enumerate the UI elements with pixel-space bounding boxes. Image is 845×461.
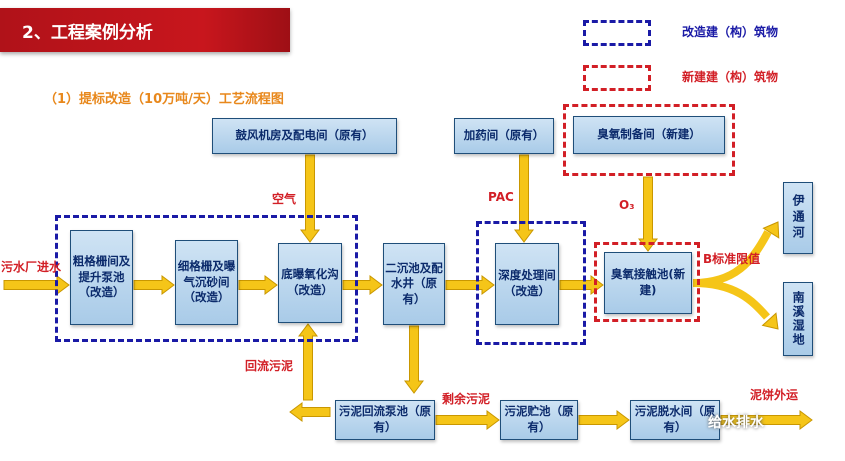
node-ozone-contact: 臭氧接触池(新建) bbox=[604, 252, 692, 314]
node-nanxi-wetland: 南溪湿地 bbox=[783, 282, 813, 356]
watermark: 给水排水 bbox=[708, 415, 764, 431]
arrow-secondary-to-sludge bbox=[404, 325, 424, 394]
section-header: 2、工程案例分析 bbox=[0, 8, 290, 52]
modify-group-frame-2 bbox=[476, 221, 586, 345]
node-advanced-treatment: 深度处理间（改造） bbox=[495, 243, 559, 325]
arrow-outlet-to-nanxi-head bbox=[761, 312, 779, 330]
node-blower-room: 鼓风机房及配电间（原有） bbox=[212, 118, 397, 154]
node-fine-screen: 细格栅及曝气沉砂间（改造） bbox=[175, 240, 238, 325]
arrow-sludge-return-up bbox=[298, 323, 318, 401]
node-ozone-prep: 臭氧制备间（新建） bbox=[573, 116, 725, 154]
label-sludge-cake: 泥饼外运 bbox=[750, 388, 799, 402]
node-dewatering-room: 污泥脱水间（原有） bbox=[630, 400, 720, 440]
node-yitong-river: 伊通河 bbox=[783, 182, 813, 254]
modify-group-frame-1 bbox=[55, 215, 358, 342]
arrow-coarse-to-fine bbox=[133, 275, 175, 295]
legend-modify-swatch bbox=[583, 20, 651, 46]
legend-modify-label: 改造建（构）筑物 bbox=[682, 25, 779, 39]
label-b-standard: B标准限值 bbox=[703, 252, 761, 266]
arrow-dosing-to-advanced bbox=[514, 154, 534, 243]
label-pac: PAC bbox=[488, 190, 514, 204]
new-group-frame-ozone-contact bbox=[594, 242, 700, 322]
arrow-outlet-to-nanxi bbox=[692, 279, 770, 320]
label-return-sludge: 回流污泥 bbox=[245, 359, 294, 373]
arrow-storage-to-dewatering bbox=[578, 410, 630, 430]
arrow-fine-to-ditch bbox=[238, 275, 278, 295]
diagram-subtitle: （1）提标改造（10万吨/天）工艺流程图 bbox=[44, 92, 284, 107]
arrow-to-return-pit-left bbox=[289, 402, 331, 422]
node-dosing-room: 加药间（原有） bbox=[454, 118, 554, 154]
arrow-secondary-to-advanced bbox=[445, 275, 495, 295]
label-air: 空气 bbox=[272, 192, 297, 206]
legend-new-swatch bbox=[583, 65, 651, 91]
legend-new-label: 新建建（构）筑物 bbox=[682, 70, 779, 84]
label-influent: 污水厂进水 bbox=[1, 260, 62, 274]
node-secondary-clarifier: 二沉池及配水井（原有） bbox=[383, 243, 445, 325]
arrow-ditch-to-secondary bbox=[342, 275, 383, 295]
node-coarse-screen: 粗格栅间及提升泵池（改造） bbox=[70, 230, 133, 325]
arrow-blower-to-ditch bbox=[300, 154, 320, 243]
arrow-outlet-to-yitong-head bbox=[762, 221, 780, 239]
label-excess-sludge: 剩余污泥 bbox=[442, 392, 491, 406]
new-group-frame-ozone-prep bbox=[563, 104, 735, 176]
node-sludge-return-pit: 污泥回流泵池（原有） bbox=[335, 400, 435, 440]
section-title: 2、工程案例分析 bbox=[22, 23, 153, 43]
arrow-ozoneprep-to-contact bbox=[638, 176, 658, 252]
arrow-cake-out bbox=[720, 410, 813, 430]
arrow-advanced-to-ozone bbox=[559, 275, 604, 295]
node-oxidation-ditch: 底曝氧化沟（改造） bbox=[278, 243, 342, 323]
arrow-return-to-storage bbox=[435, 410, 500, 430]
label-o3: O₃ bbox=[619, 198, 635, 212]
node-sludge-storage: 污泥贮池（原有） bbox=[500, 400, 578, 440]
